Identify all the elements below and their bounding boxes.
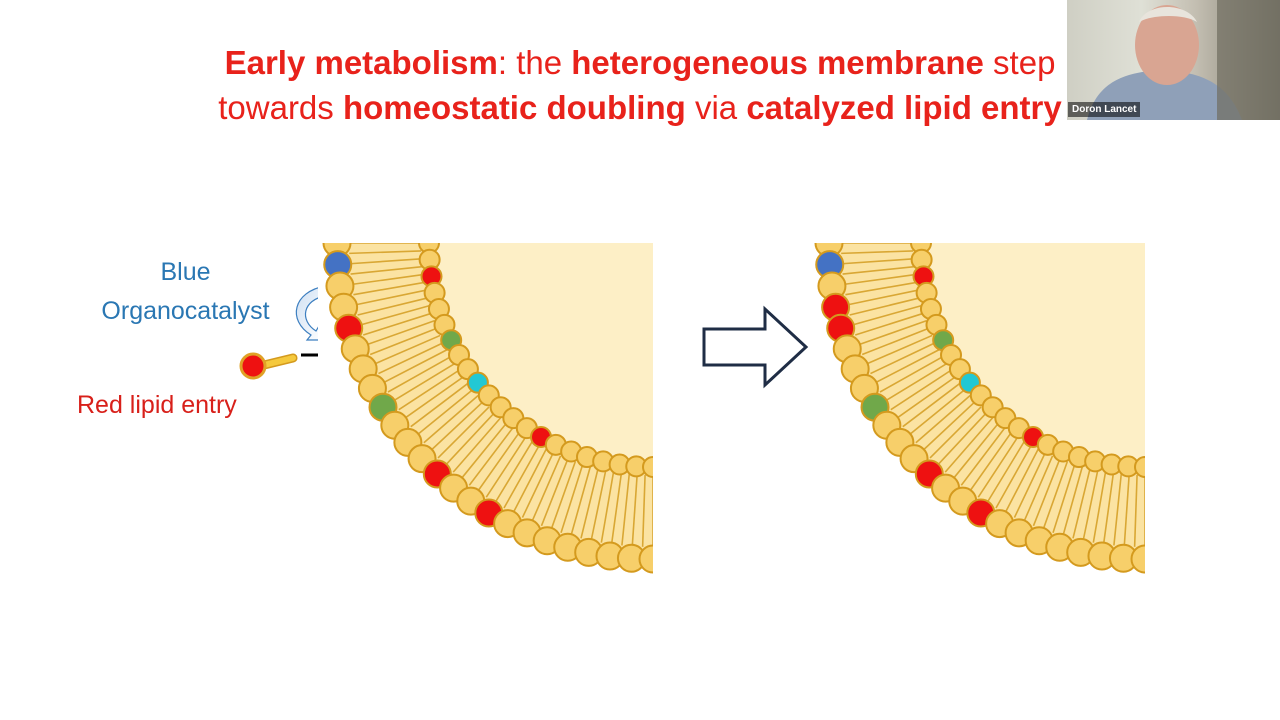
title-segment: : the xyxy=(497,44,572,81)
webcam-video-tile[interactable]: Doron Lancet xyxy=(1067,0,1280,120)
title-segment: heterogeneous membrane xyxy=(571,44,984,81)
title-segment: catalyzed lipid entry xyxy=(746,89,1062,126)
title-segment: via xyxy=(685,89,747,126)
big-right-arrow-icon xyxy=(702,305,809,389)
participant-name: Doron Lancet xyxy=(1068,102,1141,117)
lipid-head-inner xyxy=(1134,456,1145,478)
lipid-head-outer xyxy=(638,544,653,574)
title-segment: towards xyxy=(218,89,343,126)
lipid-head-inner xyxy=(642,456,653,478)
membrane-panel-after xyxy=(810,243,1145,585)
vesicle-interior xyxy=(925,243,1145,463)
catalyst-label: Blue Organocatalyst xyxy=(88,258,283,326)
vesicle-interior xyxy=(433,243,653,463)
lipid-head-outer xyxy=(1130,544,1145,574)
lipid-molecule-icon xyxy=(239,352,298,380)
curved-arrow-icon xyxy=(295,285,326,341)
title-segment: homeostatic doubling xyxy=(342,89,686,126)
title-segment: step xyxy=(983,44,1056,81)
membrane-panel-before xyxy=(318,243,653,585)
title-line-2: towards homeostatic doubling via catalyz… xyxy=(0,85,1280,130)
title-segment: Early metabolism xyxy=(224,44,498,81)
title-line-1: Early metabolism: the heterogeneous memb… xyxy=(0,40,1280,85)
catalyst-label-line2: Organocatalyst xyxy=(101,297,270,325)
slide-title: Early metabolism: the heterogeneous memb… xyxy=(0,40,1280,130)
participant-video-icon xyxy=(1087,0,1280,120)
lipid-entry-label: Red lipid entry xyxy=(77,391,237,419)
catalyst-label-line1: Blue xyxy=(160,258,211,286)
